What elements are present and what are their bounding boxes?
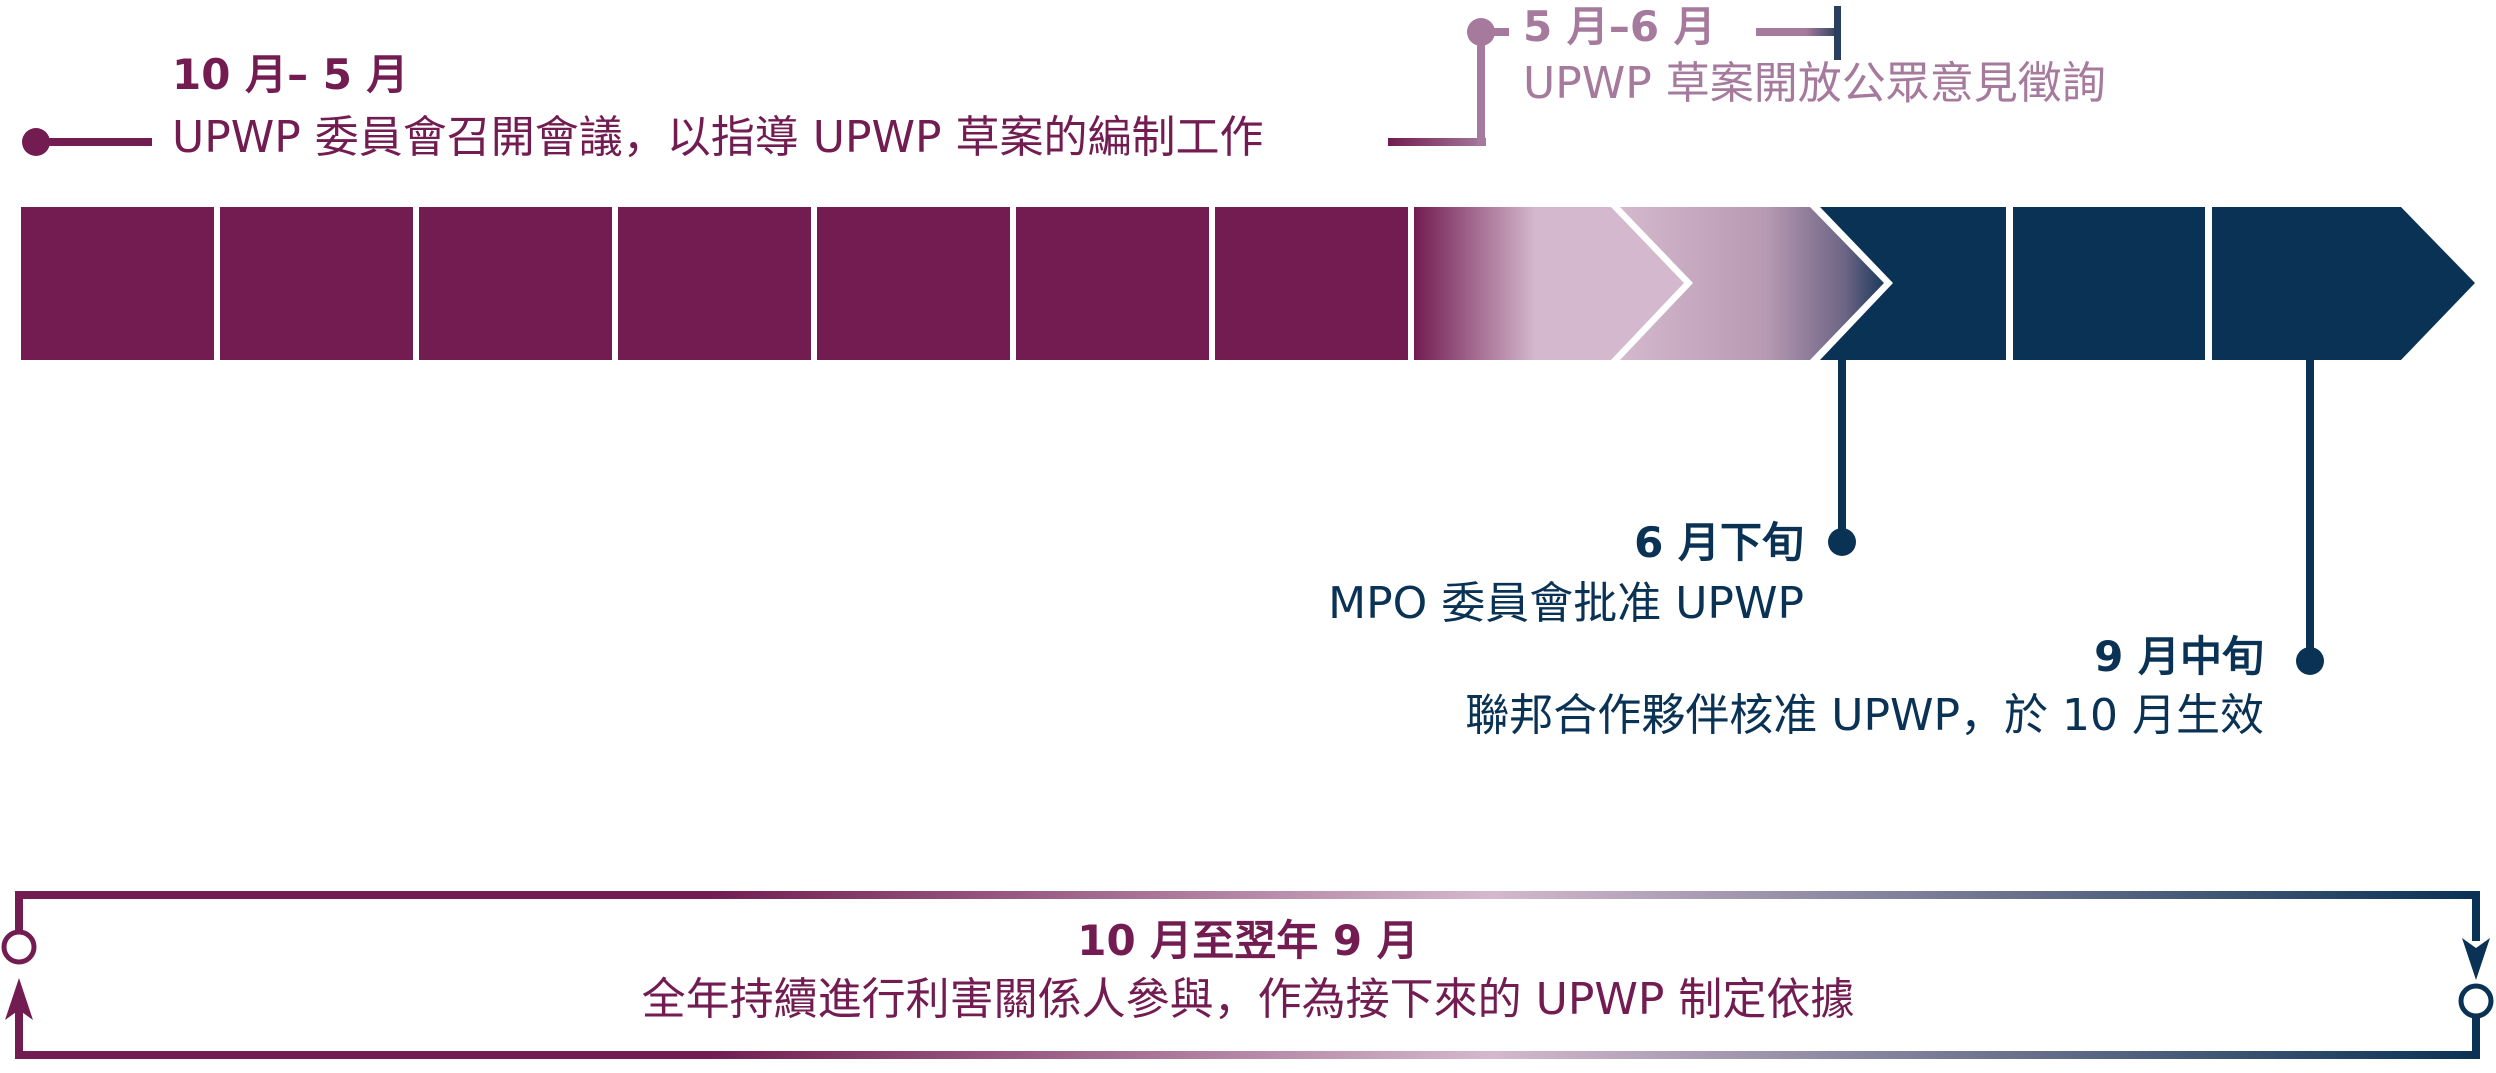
segment-10	[1820, 207, 2006, 360]
milestone-mid-sep-marker	[2296, 360, 2324, 675]
milestone-may-jun-description: UPWP 草案開放公眾意見徵詢	[1523, 58, 2106, 109]
milestone-oct-may-description: UPWP 委員會召開會議，以指導 UPWP 草案的編制工作	[172, 112, 1264, 163]
milestone-oct-may-period: 10 月– 5 月	[172, 50, 409, 99]
segment-6	[1016, 207, 1209, 360]
arrow-down-icon	[2462, 938, 2490, 980]
milestone-mid-sep-description: 聯邦合作夥伴核准 UPWP，於 10 月生效	[1465, 690, 2264, 741]
milestone-late-jun-marker	[1828, 360, 1856, 556]
milestone-may-jun-period: 5 月–6 月	[1523, 2, 1716, 51]
cycle-loop	[1, 891, 2494, 1059]
milestone-late-jun-description: MPO 委員會批准 UPWP	[1328, 578, 1804, 629]
segment-12-arrow	[2212, 207, 2475, 360]
segment-1	[21, 207, 214, 360]
cycle-description: 全年持續進行利害關係人參與，作為接下來的 UPWP 制定依據	[641, 974, 1855, 1025]
cycle-period: 10 月至翌年 9 月	[1077, 916, 1419, 965]
segment-7	[1215, 207, 1408, 360]
timeline-bar	[21, 207, 2475, 360]
segment-3	[419, 207, 612, 360]
segment-8-chevron	[1414, 207, 1684, 360]
milestone-may-jun-marker	[1388, 6, 1841, 146]
pin-dot-icon	[2296, 647, 2324, 675]
pin-dot-icon	[1828, 528, 1856, 556]
segment-5	[817, 207, 1010, 360]
end-tick-icon	[1834, 6, 1841, 60]
milestone-oct-may-marker	[22, 128, 152, 156]
segment-9-chevron	[1620, 207, 1884, 360]
cycle-end-circle-icon	[2458, 983, 2494, 1019]
cycle-start-circle-icon	[1, 929, 37, 965]
segment-4	[618, 207, 811, 360]
milestone-late-jun-period: 6 月下旬	[1634, 518, 1804, 567]
milestone-mid-sep-period: 9 月中旬	[2094, 632, 2264, 681]
segment-11	[2013, 207, 2205, 360]
arrow-up-icon	[5, 978, 33, 1020]
segment-2	[220, 207, 413, 360]
